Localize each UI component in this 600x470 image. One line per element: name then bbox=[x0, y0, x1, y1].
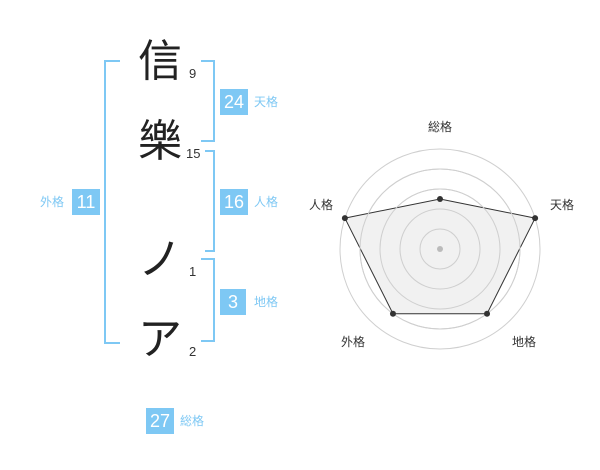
radar-axis-label-2: 天格 bbox=[550, 197, 574, 212]
tenkaku-value-badge: 24 bbox=[220, 89, 248, 115]
name-char-3: ノ bbox=[138, 234, 182, 285]
radar-axis-label-4: 外格 bbox=[341, 334, 365, 349]
tenkaku-label: 天格 bbox=[254, 95, 279, 109]
gaikaku-bracket bbox=[104, 60, 120, 344]
chikaku-value-badge: 3 bbox=[220, 289, 246, 315]
radar-grid-ring-inner bbox=[379, 188, 501, 310]
jinkaku-label: 人格 bbox=[254, 195, 279, 209]
gaikaku-value-badge: 11 bbox=[72, 189, 100, 215]
radar-point-4 bbox=[389, 310, 396, 317]
radar-grid-ring-inner bbox=[359, 168, 521, 330]
radar-axis-label-3: 地格 bbox=[512, 334, 536, 349]
name-char-4: ア bbox=[138, 314, 182, 365]
jinkaku-bracket bbox=[205, 150, 215, 252]
radar-grid-ring bbox=[339, 148, 541, 350]
radar-grid-ring-inner bbox=[419, 228, 461, 270]
radar-point-2 bbox=[532, 215, 539, 222]
soukaku-value-badge: 27 bbox=[146, 408, 174, 434]
stroke-count-4: 2 bbox=[189, 344, 197, 359]
stroke-count-3: 1 bbox=[189, 264, 197, 279]
stroke-count-1: 9 bbox=[189, 66, 197, 81]
radar-axis-label-5: 人格 bbox=[309, 197, 333, 212]
jinkaku-value-badge: 16 bbox=[220, 189, 248, 215]
soukaku-label: 総格 bbox=[180, 414, 205, 428]
radar-axis-label-1: 総格 bbox=[428, 119, 452, 134]
chikaku-label: 地格 bbox=[254, 295, 279, 309]
gaikaku-label: 外格 bbox=[40, 195, 65, 209]
stroke-count-2: 15 bbox=[186, 146, 201, 161]
radar-grid-ring-inner bbox=[399, 208, 481, 290]
radar-point-3 bbox=[484, 310, 491, 317]
radar-shape bbox=[344, 198, 536, 315]
tenkaku-bracket bbox=[201, 60, 215, 142]
radar-center-dot bbox=[437, 246, 443, 252]
name-char-1: 信 bbox=[138, 36, 182, 87]
chikaku-bracket bbox=[201, 258, 215, 342]
radar-point-1 bbox=[437, 196, 443, 202]
radar-point-5 bbox=[341, 215, 348, 222]
name-char-2: 樂 bbox=[138, 116, 182, 167]
